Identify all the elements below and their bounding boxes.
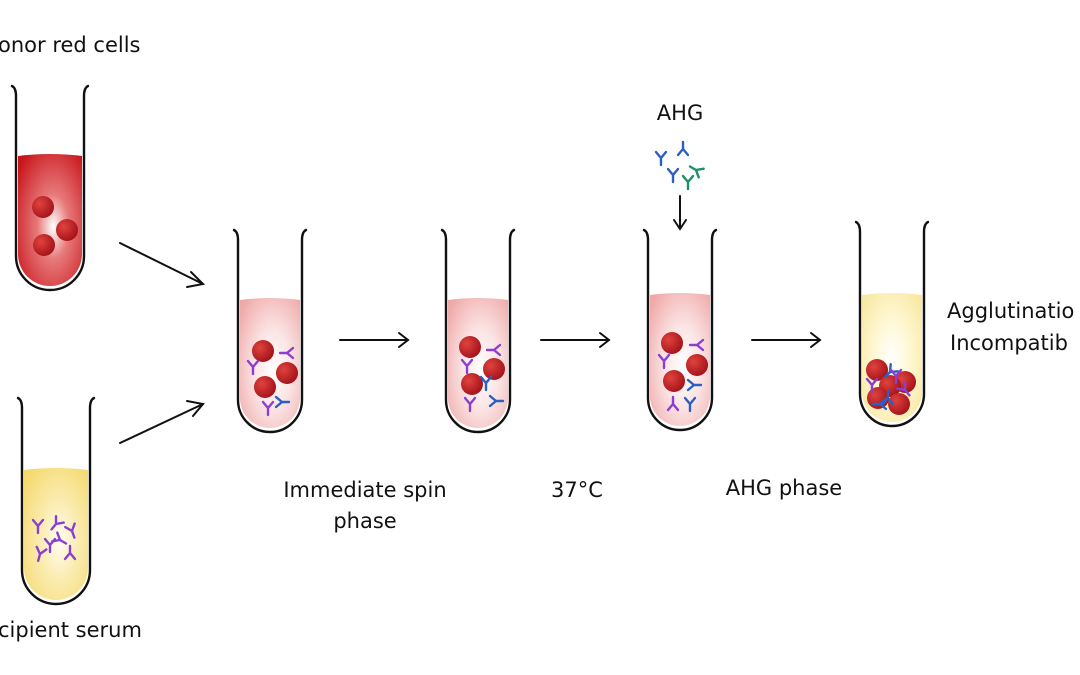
red-blood-cell-icon — [459, 336, 481, 358]
ahg-phase-tube — [642, 228, 718, 432]
antibody-y-icon — [261, 400, 275, 417]
ahg-antibody-icon — [688, 165, 705, 179]
result-label-line1: Agglutinatio — [947, 299, 1074, 323]
antibody-y-icon — [686, 378, 703, 392]
arrow-ahg-down — [673, 195, 687, 231]
antibody-y-icon — [479, 375, 493, 392]
antibody-y-icon — [31, 518, 45, 535]
recipient-serum-label: cipient serum — [0, 618, 142, 642]
red-blood-cell-icon — [276, 362, 298, 384]
agglutination-tube — [854, 220, 930, 428]
red-blood-cell-icon — [866, 359, 888, 381]
immediate-spin-label-line1: Immediate spin — [283, 478, 446, 502]
arrow-step-3 — [751, 332, 822, 348]
arrow-serum-to-mix — [119, 400, 205, 444]
red-blood-cell-icon — [252, 340, 274, 362]
immediate-spin-tube-1 — [232, 228, 308, 434]
donor-red-cells-label: onor red cells — [0, 33, 141, 57]
arrow-donor-to-mix — [119, 242, 206, 288]
antibody-y-icon — [485, 343, 502, 357]
antibody-y-icon — [35, 545, 48, 562]
antibody-y-icon — [246, 359, 260, 376]
antibody-y-icon — [666, 395, 680, 412]
red-blood-cell-icon — [663, 370, 685, 392]
mixture-liquid — [240, 298, 300, 428]
red-blood-cell-icon — [483, 358, 505, 380]
red-blood-cell-icon — [686, 354, 708, 376]
red-blood-cell-icon — [661, 332, 683, 354]
antibody-y-icon — [683, 396, 697, 413]
ahg-antibody-icon — [666, 167, 680, 184]
incubation-temp-label: 37°C — [551, 478, 603, 502]
red-blood-cell-icon — [461, 373, 483, 395]
donor-red-cells-tube — [10, 84, 90, 292]
antibody-y-icon — [865, 377, 879, 394]
red-blood-cell-icon — [32, 196, 54, 218]
ahg-phase-label: AHG phase — [726, 476, 842, 500]
red-blood-cell-icon — [33, 234, 55, 256]
antibody-y-icon — [657, 353, 671, 370]
antibody-y-icon — [889, 368, 903, 385]
antibody-y-icon — [488, 394, 505, 408]
ahg-reagent-label: AHG — [657, 101, 703, 125]
serum-liquid — [24, 468, 88, 600]
red-blood-cell-icon — [254, 376, 276, 398]
antibody-y-icon — [51, 531, 68, 545]
antibody-y-icon — [460, 358, 474, 375]
arrow-step-1 — [339, 332, 410, 348]
ahg-reagent-antibodies — [654, 140, 705, 191]
antibody-y-icon — [896, 380, 911, 397]
antibody-y-icon — [64, 522, 76, 539]
antibody-y-icon — [278, 346, 295, 360]
donor-blood-liquid — [18, 154, 82, 286]
arrow-step-2 — [540, 332, 611, 348]
red-blood-cell-icon — [888, 393, 910, 415]
immediate-spin-tube-2 — [440, 228, 516, 434]
result-label-line2: Incompatib — [950, 331, 1068, 355]
mixture-liquid — [650, 293, 710, 426]
ahg-antibody-icon — [681, 174, 695, 191]
antibody-y-icon — [50, 514, 65, 531]
antibody-y-icon — [688, 338, 705, 352]
ahg-antibody-icon — [676, 140, 690, 157]
antibody-y-icon — [463, 396, 477, 413]
red-blood-cell-icon — [56, 219, 78, 241]
immediate-spin-label-line2: phase — [333, 509, 396, 533]
mixture-liquid — [448, 298, 508, 428]
antibody-y-icon — [274, 395, 291, 409]
antibody-y-icon — [63, 544, 77, 561]
ahg-antibody-icon — [654, 150, 668, 167]
antibody-y-icon — [871, 397, 888, 411]
recipient-serum-tube — [16, 396, 96, 606]
